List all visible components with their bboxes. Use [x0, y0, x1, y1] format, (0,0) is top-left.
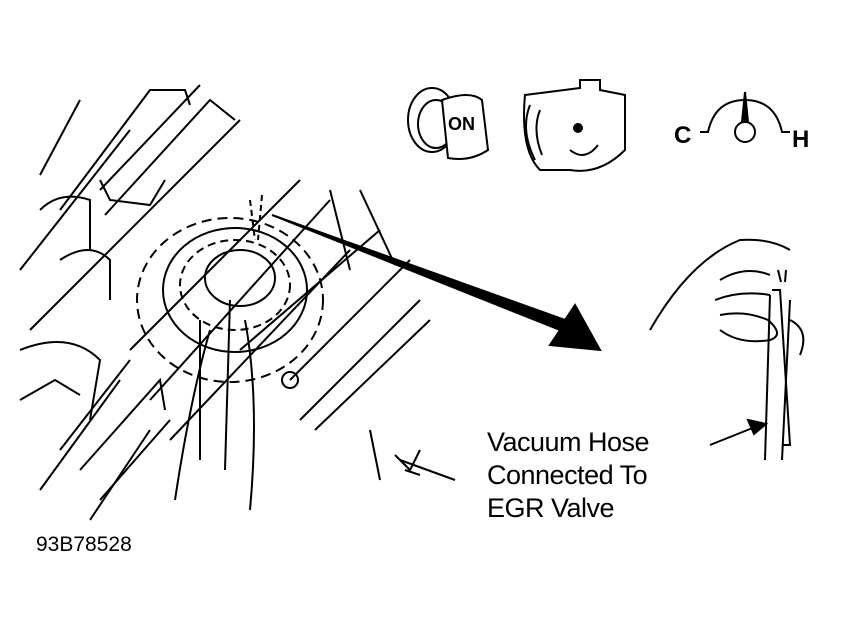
- engine-icon: [523, 79, 626, 172]
- callout-line: Vacuum Hose: [487, 427, 650, 457]
- gauge-hot-label: H: [792, 126, 810, 153]
- temp-gauge-icon: [700, 91, 790, 143]
- key-on-label: ON: [448, 114, 475, 134]
- egr-valve-drawing: [136, 194, 324, 389]
- ignition-key-icon: [407, 87, 490, 160]
- callout-line: EGR Valve: [487, 493, 615, 523]
- engine-bay-drawing: [19, 84, 456, 521]
- vacuum-hose-callout: Vacuum Hose Connected To EGR Valve: [487, 426, 650, 525]
- hand-holding-hose: [649, 238, 805, 461]
- arrow-to-hose: [271, 214, 602, 352]
- figure-id: 93B78528: [36, 533, 132, 556]
- gauge-cold-label: C: [674, 122, 692, 149]
- callout-line: Connected To: [487, 460, 648, 490]
